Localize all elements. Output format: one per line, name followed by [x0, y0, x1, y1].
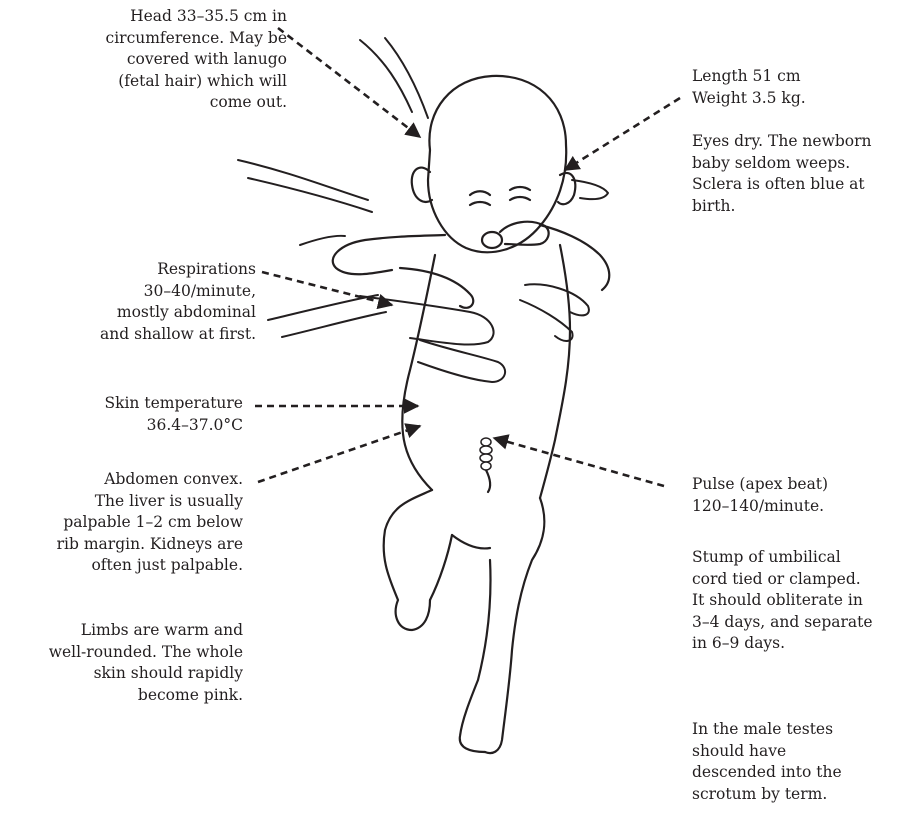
umbilical-label: Stump of umbilical cord tied or clamped.… [692, 547, 873, 655]
eyes-arrow [565, 98, 680, 170]
limbs-label: Limbs are warm and well-rounded. The who… [49, 620, 243, 706]
baby-outline [333, 76, 610, 753]
respirations-arrow [262, 272, 392, 305]
pulse-label: Pulse (apex beat) 120–140/minute. [692, 474, 828, 517]
head-arrow [278, 28, 420, 137]
respirations-label: Respirations 30–40/minute, mostly abdomi… [100, 259, 256, 345]
abdomen-label: Abdomen convex. The liver is usually pal… [57, 469, 243, 577]
length-weight-label: Length 51 cm Weight 3.5 kg. [692, 66, 806, 109]
umbilical-clamp [480, 438, 492, 470]
eyes-label: Eyes dry. The newborn baby seldom weeps.… [692, 131, 872, 217]
abdomen-arrow [258, 426, 420, 482]
testes-label: In the male testes should have descended… [692, 719, 842, 805]
pulse-arrow [494, 438, 664, 486]
head-label: Head 33–35.5 cm in circumference. May be… [106, 6, 287, 114]
skin-temperature-label: Skin temperature 36.4–37.0°C [104, 393, 243, 436]
